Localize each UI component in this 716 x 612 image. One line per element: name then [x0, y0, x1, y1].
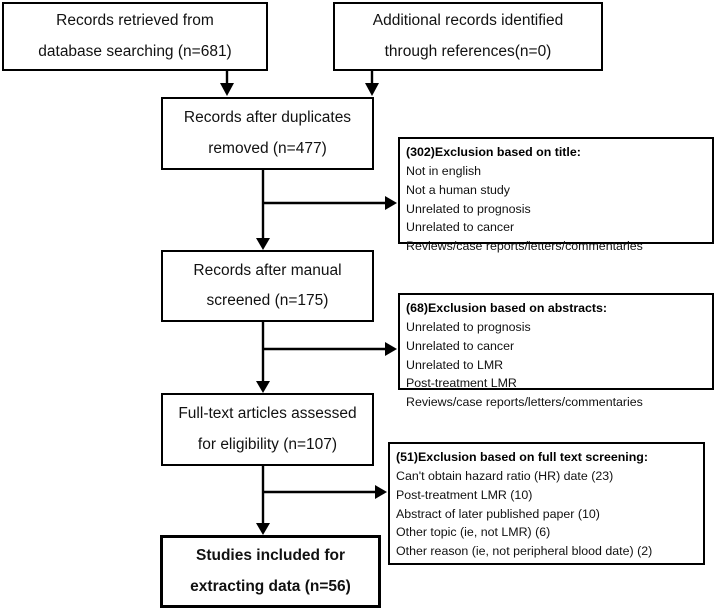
exclusion-reason: Can't obtain hazard ratio (HR) date (23) — [396, 468, 614, 483]
box-line-1: Records retrieved from — [56, 12, 214, 30]
exclusion-header: (68)Exclusion based on abstracts: — [406, 301, 608, 315]
arrow-head-exclusion-2 — [385, 342, 397, 356]
exclusion-box-full-text-screening: (51)Exclusion based on full text screeni… — [388, 442, 705, 565]
box-line-1: Records after duplicates — [183, 109, 352, 127]
exclusion-reason: Unrelated to cancer — [406, 220, 515, 235]
box-records-database-search: Records retrieved from database searchin… — [2, 2, 268, 71]
arrow-head-exclusion-1 — [385, 196, 397, 210]
exclusion-reason: Abstract of later published paper (10) — [396, 506, 600, 521]
box-line-1: Studies included for — [196, 547, 345, 565]
arrow-head-exclusion-3 — [375, 485, 387, 499]
box-line-1: Records after manual — [193, 261, 342, 279]
exclusion-reason: Not in english — [406, 163, 482, 178]
box-line-2: screened (n=175) — [206, 292, 329, 309]
box-full-text-assessed: Full-text articles assessed for eligibil… — [161, 393, 374, 466]
exclusion-reason: Not a human study — [406, 182, 511, 197]
exclusion-reason: Reviews/case reports/letters/commentarie… — [406, 239, 643, 254]
box-line-1: Full-text articles assessed — [178, 405, 357, 423]
box-line-2: for eligibility (n=107) — [197, 435, 338, 453]
exclusion-reason: Unrelated to LMR — [406, 357, 504, 372]
exclusion-reason: Post-treatment LMR — [406, 376, 517, 391]
arrow-head-fulltext-to-included — [256, 523, 270, 535]
exclusion-reason: Other topic (ie, not LMR) (6) — [396, 525, 551, 540]
box-records-after-manual-screen: Records after manual screened (n=175) — [161, 250, 374, 322]
box-line-2: extracting data (n=56) — [190, 577, 351, 595]
exclusion-header: (51)Exclusion based on full text screeni… — [396, 450, 648, 464]
arrow-head-dedup-to-manual — [256, 238, 270, 250]
exclusion-reason: Unrelated to cancer — [406, 338, 515, 353]
box-records-after-duplicates: Records after duplicates removed (n=477) — [161, 97, 374, 170]
exclusion-reason: Unrelated to prognosis — [406, 201, 531, 216]
box-line-2: removed (n=477) — [208, 139, 327, 157]
exclusion-header: (302)Exclusion based on title: — [406, 145, 581, 159]
exclusion-box-abstract-screening: (68)Exclusion based on abstracts: Unrela… — [398, 293, 714, 409]
exclusion-box-title-screening: (302)Exclusion based on title: Not in en… — [398, 137, 714, 253]
arrow-head-manual-to-fulltext — [256, 381, 270, 393]
box-additional-records: Additional records identified through re… — [333, 2, 603, 71]
exclusion-reason: Other reason (ie, not peripheral blood d… — [396, 544, 653, 559]
box-line-2: database searching (n=681) — [38, 42, 232, 60]
box-studies-included: Studies included for extracting data (n=… — [160, 535, 381, 608]
exclusion-reason: Post-treatment LMR (10) — [396, 487, 533, 502]
arrow-head-db-to-dedup — [220, 83, 234, 96]
exclusion-reason: Unrelated to prognosis — [406, 319, 531, 334]
box-line-2: through references(n=0) — [384, 42, 552, 60]
box-line-1: Additional records identified — [372, 12, 564, 30]
arrow-head-additional-to-dedup — [365, 83, 379, 96]
exclusion-reason: Reviews/case reports/letters/commentarie… — [406, 395, 643, 410]
